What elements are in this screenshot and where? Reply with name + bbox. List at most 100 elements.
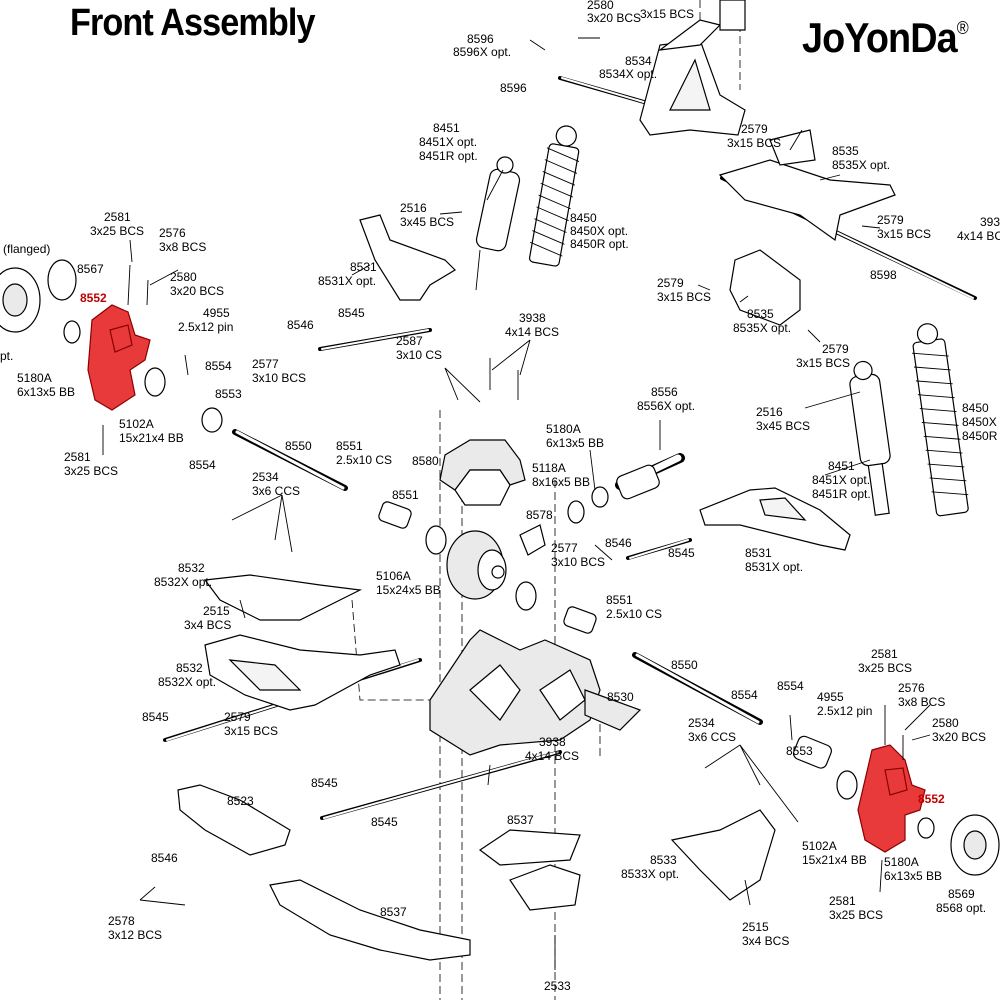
label-8554-b: 8554 bbox=[189, 458, 216, 472]
label-8580: 8580 bbox=[412, 454, 439, 468]
screws bbox=[102, 264, 904, 970]
bearings bbox=[63, 320, 935, 839]
rear-arm-mount bbox=[729, 249, 801, 326]
hub-carrier-right-highlighted bbox=[857, 744, 926, 853]
label-8552-right-highlight: 8552 bbox=[918, 792, 945, 806]
bulkhead bbox=[429, 629, 642, 756]
front-plate bbox=[478, 829, 581, 911]
label-8567: 8567 bbox=[77, 262, 104, 276]
label-8537-b: 8537 bbox=[380, 905, 407, 919]
label-8553-b: 8553 bbox=[786, 744, 813, 758]
lower-plate-right bbox=[670, 809, 776, 901]
shock-left bbox=[475, 125, 580, 291]
pinion bbox=[519, 524, 546, 556]
front-bulkhead bbox=[204, 634, 401, 711]
label-8546-b: 8546 bbox=[605, 536, 632, 550]
label-2579-top: 3x15 BCS bbox=[640, 7, 694, 21]
label-8578: 8578 bbox=[526, 508, 553, 522]
label-8530: 8530 bbox=[607, 690, 634, 704]
brand-name: JoYonDa bbox=[802, 14, 958, 61]
wheel-hub-right bbox=[950, 814, 1000, 876]
label-8545-a: 8545 bbox=[338, 306, 365, 320]
page-title: Front Assembly bbox=[70, 2, 315, 44]
label-8545-e: 8545 bbox=[371, 815, 398, 829]
label-8551-b: 8551 bbox=[392, 488, 419, 502]
front-skid bbox=[177, 784, 291, 856]
label-flanged: (flanged) bbox=[3, 242, 50, 256]
label-8523: 8523 bbox=[227, 794, 254, 808]
label-8598: 8598 bbox=[870, 268, 897, 282]
label-8553-a: 8553 bbox=[215, 387, 242, 401]
diff-cover bbox=[439, 439, 526, 506]
brand-logo: JoYonDa® bbox=[802, 14, 969, 62]
label-8546-c: 8546 bbox=[151, 851, 178, 865]
label-8554-d: 8554 bbox=[777, 679, 804, 693]
label-8550-b: 8550 bbox=[671, 658, 698, 672]
hub-carrier-left-highlighted bbox=[87, 304, 151, 411]
upper-arm-right bbox=[718, 129, 896, 242]
label-8596: 8596 bbox=[500, 81, 527, 95]
input-shaft bbox=[567, 464, 660, 524]
label-8552-left-highlight: 8552 bbox=[80, 291, 107, 305]
label-8545-c: 8545 bbox=[142, 710, 169, 724]
shock-right bbox=[849, 323, 969, 517]
wheel-hub-left bbox=[0, 259, 77, 333]
differential bbox=[446, 530, 507, 600]
label-8546-a: 8546 bbox=[287, 318, 314, 332]
registered-mark: ® bbox=[956, 18, 969, 38]
label-opt-cut: pt. bbox=[0, 349, 13, 363]
label-8537-a: 8537 bbox=[507, 813, 534, 827]
label-8545-d: 8545 bbox=[311, 776, 338, 790]
label-8550-a: 8550 bbox=[285, 439, 312, 453]
